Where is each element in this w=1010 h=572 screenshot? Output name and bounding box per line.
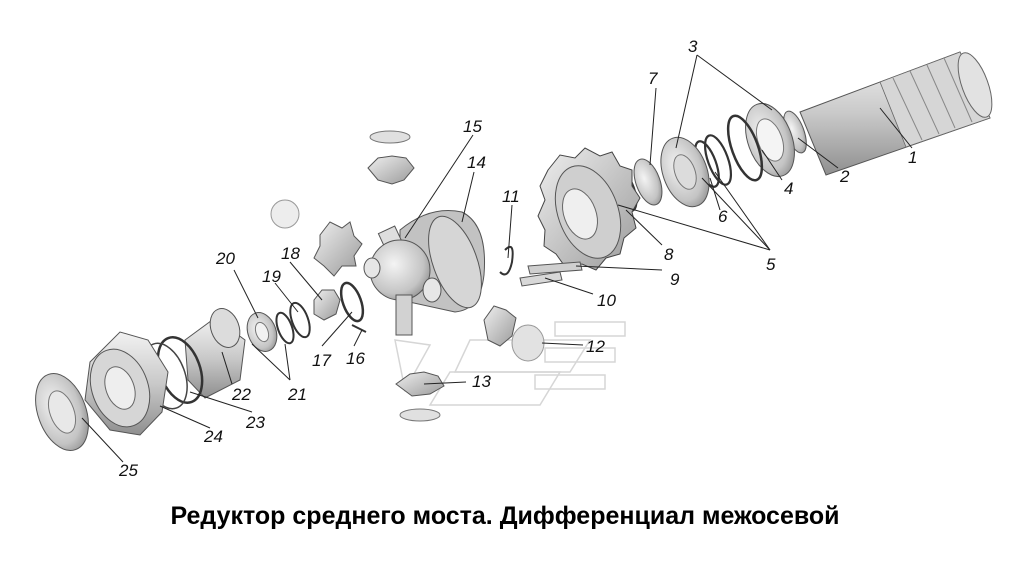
part-19-ring <box>289 301 311 339</box>
callout-6: 6 <box>718 207 728 226</box>
callout-4: 4 <box>784 179 793 198</box>
callout-12: 12 <box>586 337 605 356</box>
callout-19: 19 <box>262 267 281 286</box>
part-21-ring <box>275 311 295 345</box>
part-17-washer <box>339 281 365 323</box>
callout-18: 18 <box>281 244 300 263</box>
callout-24: 24 <box>203 427 223 446</box>
part-7-spacer <box>633 158 663 206</box>
callout-10: 10 <box>597 291 616 310</box>
callout-3: 3 <box>688 37 698 56</box>
part-12-washer <box>511 324 545 362</box>
callout-23: 23 <box>245 413 265 432</box>
part-11-clip <box>499 246 514 276</box>
part-9-10-pins <box>519 261 583 287</box>
part-15-spider <box>363 225 442 336</box>
callout-1: 1 <box>908 148 917 167</box>
diagram-caption: Редуктор среднего моста. Дифференциал ме… <box>170 502 840 530</box>
callout-7: 7 <box>648 69 658 88</box>
leader-lines <box>81 54 913 463</box>
part-bevel-gear-top <box>367 130 415 185</box>
callout-14: 14 <box>467 153 486 172</box>
callout-22: 22 <box>231 385 251 404</box>
callout-8: 8 <box>664 245 674 264</box>
callout-21: 21 <box>287 385 307 404</box>
callout-17: 17 <box>312 351 331 370</box>
part-gear-wheel <box>537 147 641 271</box>
callout-5: 5 <box>766 255 776 274</box>
watermark <box>394 321 626 406</box>
callout-25: 25 <box>118 461 138 480</box>
callout-9: 9 <box>670 270 680 289</box>
part-20-bearing <box>246 312 278 352</box>
callout-numbers: 1 2 3 4 5 6 7 8 9 10 11 12 13 14 15 16 1… <box>118 37 917 480</box>
part-3-hub <box>660 136 710 208</box>
part-13-gears <box>395 305 517 422</box>
callout-13: 13 <box>472 372 491 391</box>
part-bevel-gear-left <box>270 199 363 277</box>
part-16-pin <box>351 324 367 333</box>
callout-11: 11 <box>502 187 520 206</box>
callout-20: 20 <box>215 249 235 268</box>
callout-16: 16 <box>346 349 365 368</box>
callout-15: 15 <box>463 117 482 136</box>
part-25-cover <box>35 331 169 451</box>
part-4-bearing <box>726 103 795 182</box>
part-1-input-shaft <box>799 51 993 176</box>
callout-2: 2 <box>839 167 850 186</box>
